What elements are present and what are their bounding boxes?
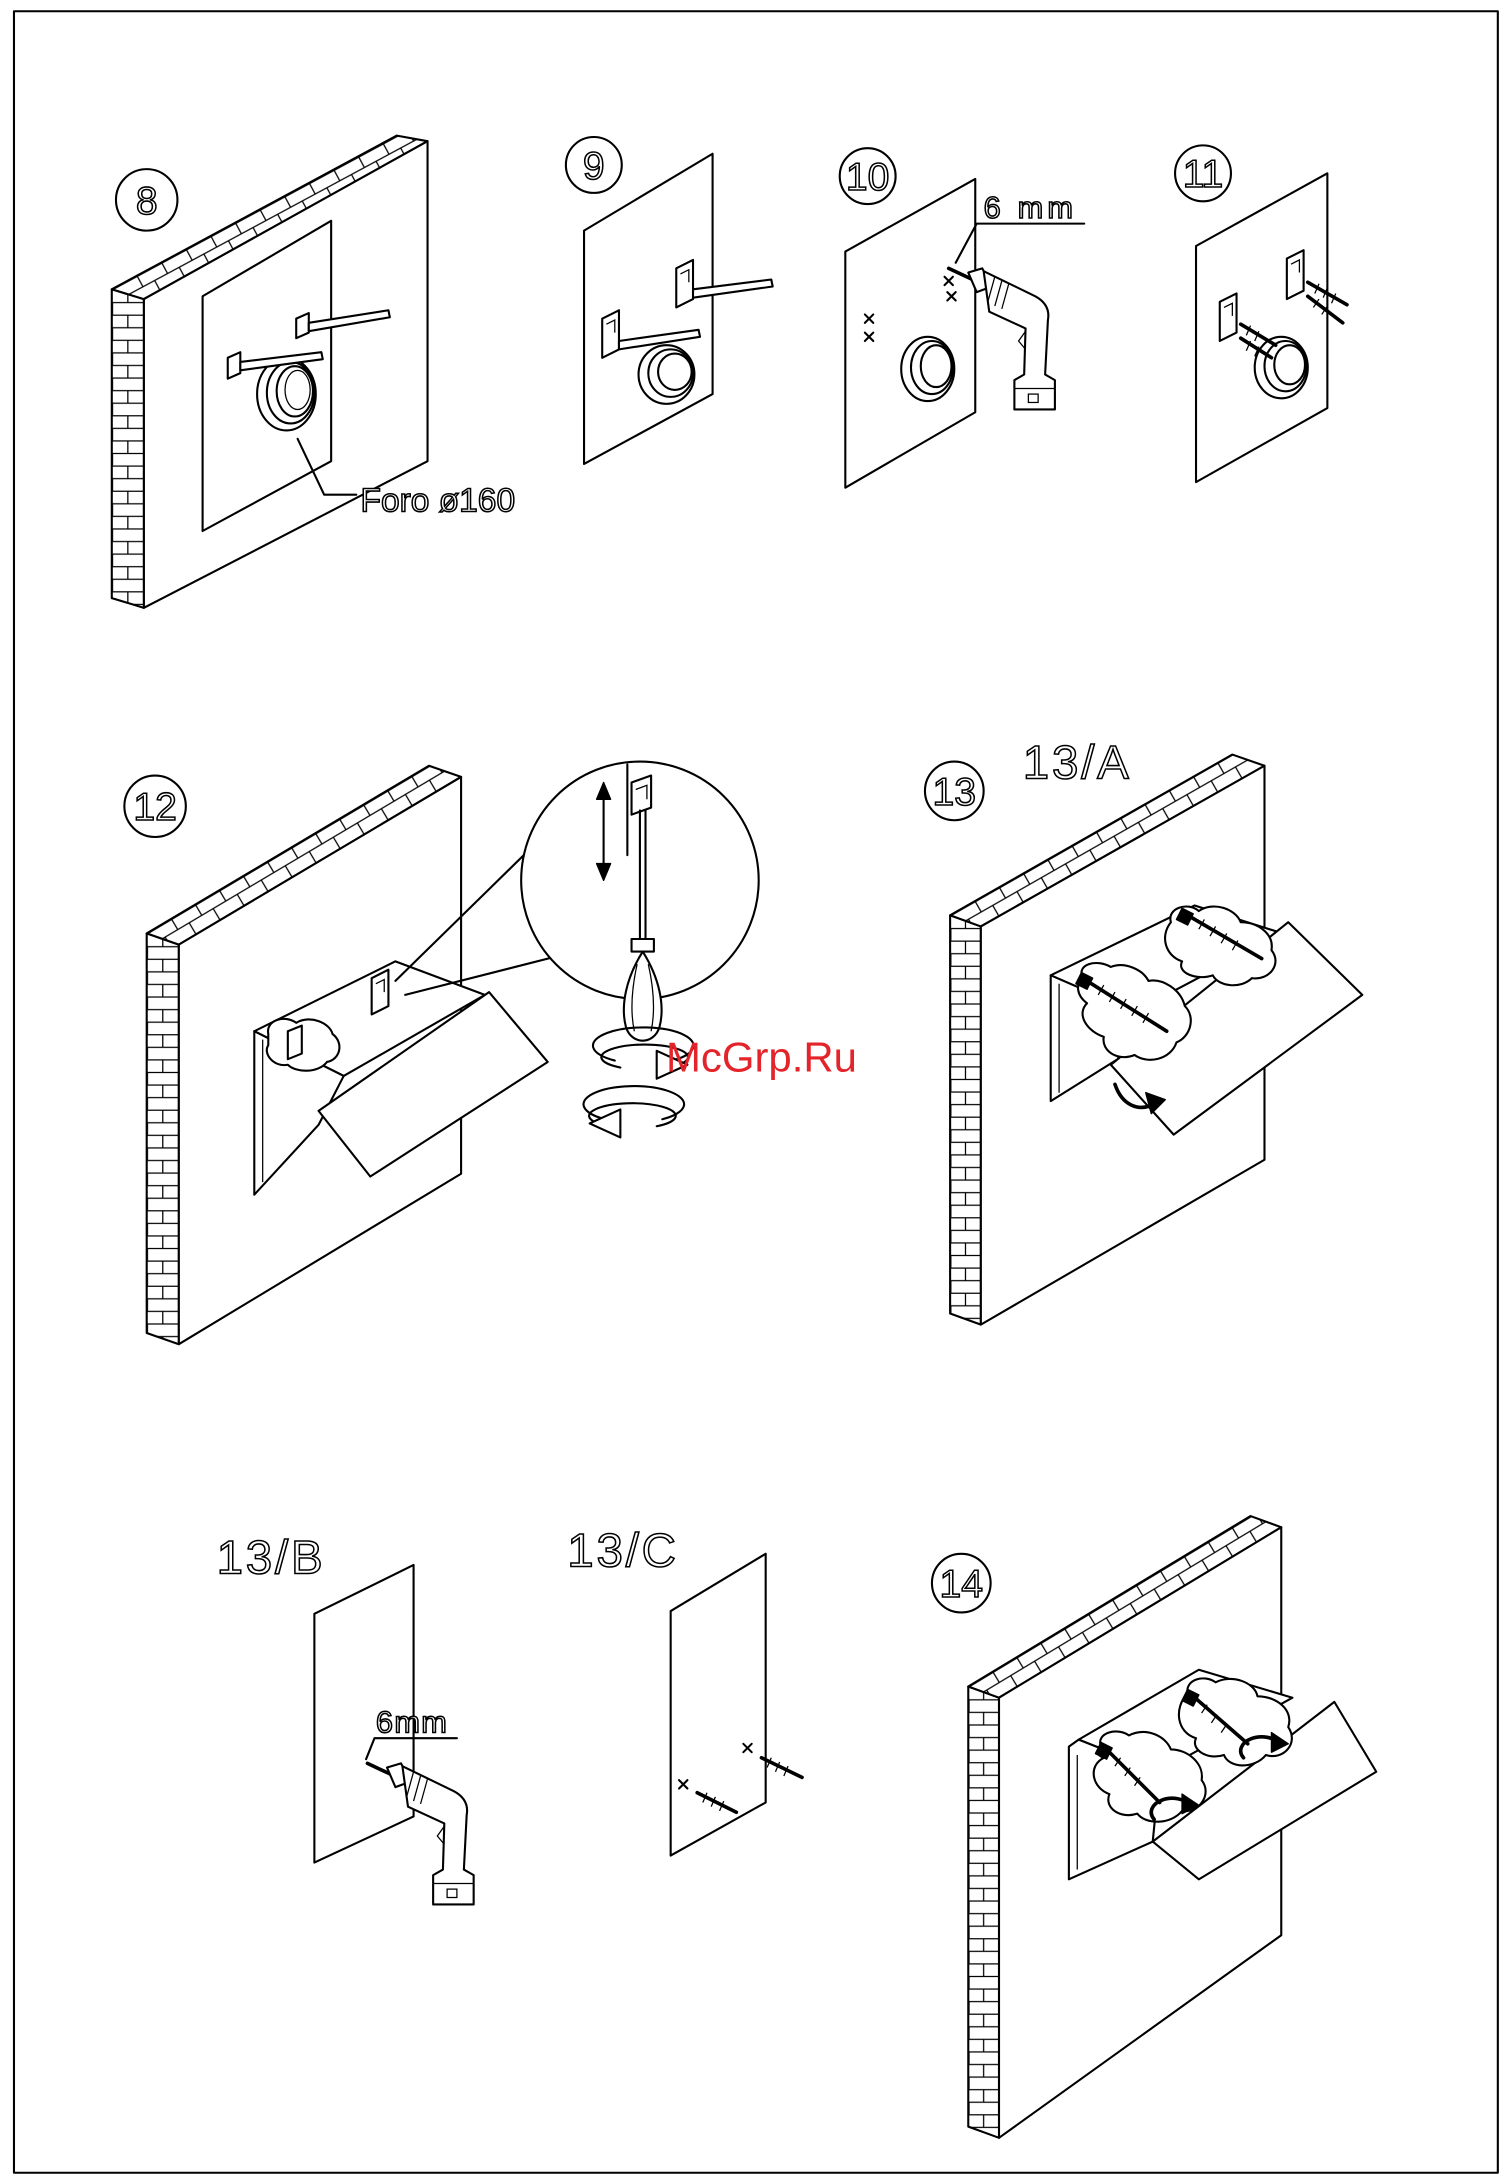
step-13c-plugs: 13/C: [567, 1524, 802, 1855]
step-13b-drilling: 13/B 6mm: [217, 1531, 474, 1904]
hole-diameter-label: Foro ø160: [360, 482, 515, 519]
step-9-bracket-alignment: 9: [566, 137, 773, 464]
wall-bracket: [1220, 293, 1237, 341]
wall-bracket: [296, 313, 309, 338]
wall-panel: [584, 154, 713, 464]
watermark: McGrp.Ru: [666, 1034, 857, 1081]
step-12-hood-hanging: 12: [124, 762, 758, 1345]
rotate-arrow-head: [590, 1109, 621, 1137]
wall-bracket: [1287, 250, 1304, 299]
step-14-number: 14: [940, 1563, 984, 1606]
step-14-final-fixing: 14: [932, 1516, 1376, 2138]
duct-hole: [901, 337, 954, 401]
substep-13a-label: 13/A: [1023, 736, 1132, 789]
wall-panel: [1196, 173, 1327, 482]
step-13-number: 13: [933, 771, 977, 814]
step-10-number: 10: [846, 156, 890, 199]
step-11-number: 11: [1183, 153, 1224, 196]
wall-bracket: [676, 260, 693, 308]
step-8-number: 8: [136, 180, 158, 223]
wall-panel: [671, 1554, 766, 1856]
wall-plug: [767, 1758, 788, 1776]
wall-side-face: [147, 933, 179, 1344]
screwdriver-ferrule: [632, 939, 654, 952]
step-11-fixing-brackets: 11: [1175, 145, 1347, 482]
substep-13c-label: 13/C: [567, 1524, 679, 1577]
wall-side-face: [950, 915, 981, 1324]
bit-size-label: 6 mm: [984, 190, 1078, 225]
detail-bracket: [632, 776, 652, 815]
bit-size-label: 6mm: [376, 1705, 448, 1740]
duct-hole: [1255, 337, 1308, 398]
wall-side-face: [968, 1687, 999, 2138]
wall-bracket: [228, 352, 241, 379]
step-9-number: 9: [583, 145, 605, 188]
step-8-wall-opening: 8 Foro ø160: [112, 136, 515, 608]
step-10-drilling: 10 6 mm: [840, 148, 1085, 488]
step-13-hood-fixing: 13 13/A: [925, 736, 1362, 1324]
hood-bracket: [372, 970, 389, 1015]
wall-bracket: [602, 310, 619, 358]
substep-13b-label: 13/B: [217, 1531, 326, 1584]
hood-bracket: [288, 1026, 302, 1060]
duct-hole: [639, 345, 695, 404]
wall-side-face: [112, 289, 144, 608]
step-12-number: 12: [133, 786, 177, 829]
